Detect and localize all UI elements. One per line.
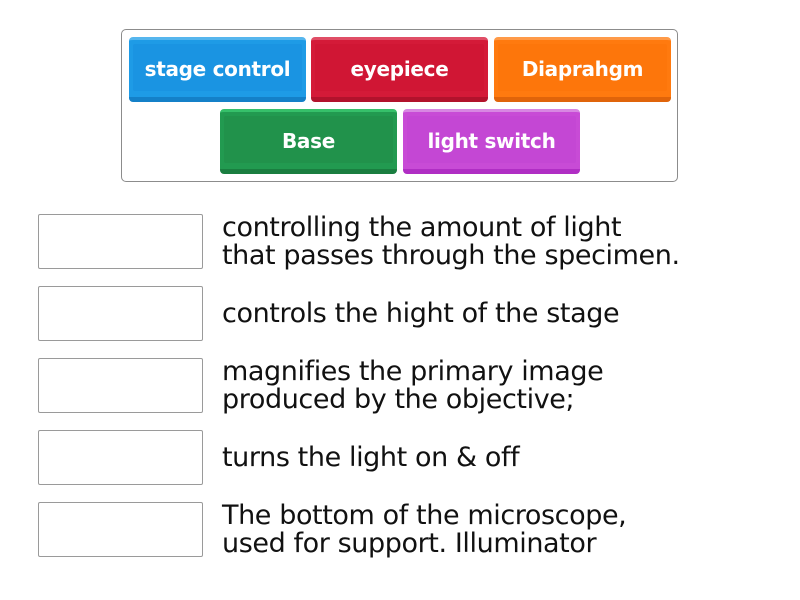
- drop-target-4[interactable]: [38, 430, 203, 485]
- clue-line: used for support. Illuminator: [222, 528, 597, 559]
- drop-target-5[interactable]: [38, 502, 203, 557]
- drop-target-3[interactable]: [38, 358, 203, 413]
- match-row: magnifies the primary image produced by …: [38, 358, 778, 414]
- tile-label: light switch: [427, 128, 556, 153]
- clue-line: that passes through the specimen.: [222, 240, 680, 271]
- clue-text: controls the hight of the stage: [222, 286, 620, 342]
- clue-text: The bottom of the microscope, used for s…: [222, 500, 627, 559]
- clue-line: controlling the amount of light: [222, 212, 622, 243]
- tile-stage-control[interactable]: stage control: [129, 37, 306, 102]
- clue-text: controlling the amount of light that pas…: [222, 214, 680, 270]
- clue-line: The bottom of the microscope,: [222, 500, 627, 531]
- clue-line: controls the hight of the stage: [222, 298, 620, 329]
- clue-line: produced by the objective;: [222, 384, 575, 415]
- match-row: The bottom of the microscope, used for s…: [38, 502, 778, 558]
- clue-line: magnifies the primary image: [222, 356, 604, 387]
- clue-text: turns the light on & off: [222, 430, 520, 486]
- tile-label: Diaprahgm: [521, 56, 644, 81]
- tile-light-switch[interactable]: light switch: [403, 109, 580, 174]
- tile-bank: stage control eyepiece Diaprahgm Base li…: [121, 29, 678, 182]
- tile-eyepiece[interactable]: eyepiece: [311, 37, 488, 102]
- match-row: controls the hight of the stage: [38, 286, 778, 342]
- clue-text: magnifies the primary image produced by …: [222, 356, 604, 415]
- drop-target-1[interactable]: [38, 214, 203, 269]
- drop-target-2[interactable]: [38, 286, 203, 341]
- match-row: turns the light on & off: [38, 430, 778, 486]
- tile-label: Base: [281, 128, 335, 153]
- match-row: controlling the amount of light that pas…: [38, 214, 778, 270]
- tile-diaphragm[interactable]: Diaprahgm: [494, 37, 671, 102]
- clue-line: turns the light on & off: [222, 442, 520, 473]
- tile-label: stage control: [144, 56, 291, 81]
- tile-label: eyepiece: [350, 56, 449, 81]
- tile-base[interactable]: Base: [220, 109, 397, 174]
